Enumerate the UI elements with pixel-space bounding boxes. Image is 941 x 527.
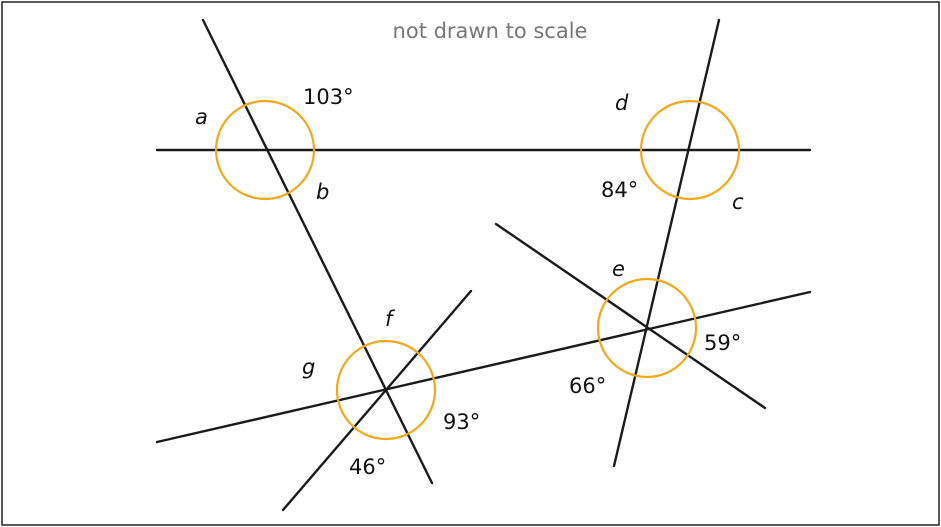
angle-label-b: b — [316, 180, 329, 204]
angle-label-93: 93° — [443, 410, 480, 434]
scale-note: not drawn to scale — [393, 19, 588, 43]
angle-label-84: 84° — [601, 178, 638, 202]
angle-ring-top-right — [639, 99, 741, 201]
angle-ring-middle-right — [596, 277, 698, 379]
angle-label-c: c — [732, 190, 744, 214]
angle-label-a: a — [195, 105, 208, 129]
angle-ring-top-left — [214, 99, 316, 201]
angle-label-59: 59° — [704, 331, 741, 355]
angle-ring-bottom-left — [335, 339, 437, 441]
angle-label-66: 66° — [569, 374, 606, 398]
line-long-shallow — [155, 290, 812, 444]
angle-label-f: f — [385, 307, 396, 331]
line-steep-right — [612, 18, 721, 468]
line-diagonal-right — [494, 222, 767, 410]
angle-label-d: d — [615, 91, 629, 115]
angle-label-103: 103° — [303, 85, 354, 109]
angle-label-46: 46° — [349, 455, 386, 479]
angle-label-g: g — [302, 355, 315, 379]
line-diagonal-left — [281, 289, 473, 512]
line-steep-left — [201, 18, 434, 485]
angle-label-e: e — [612, 257, 625, 281]
